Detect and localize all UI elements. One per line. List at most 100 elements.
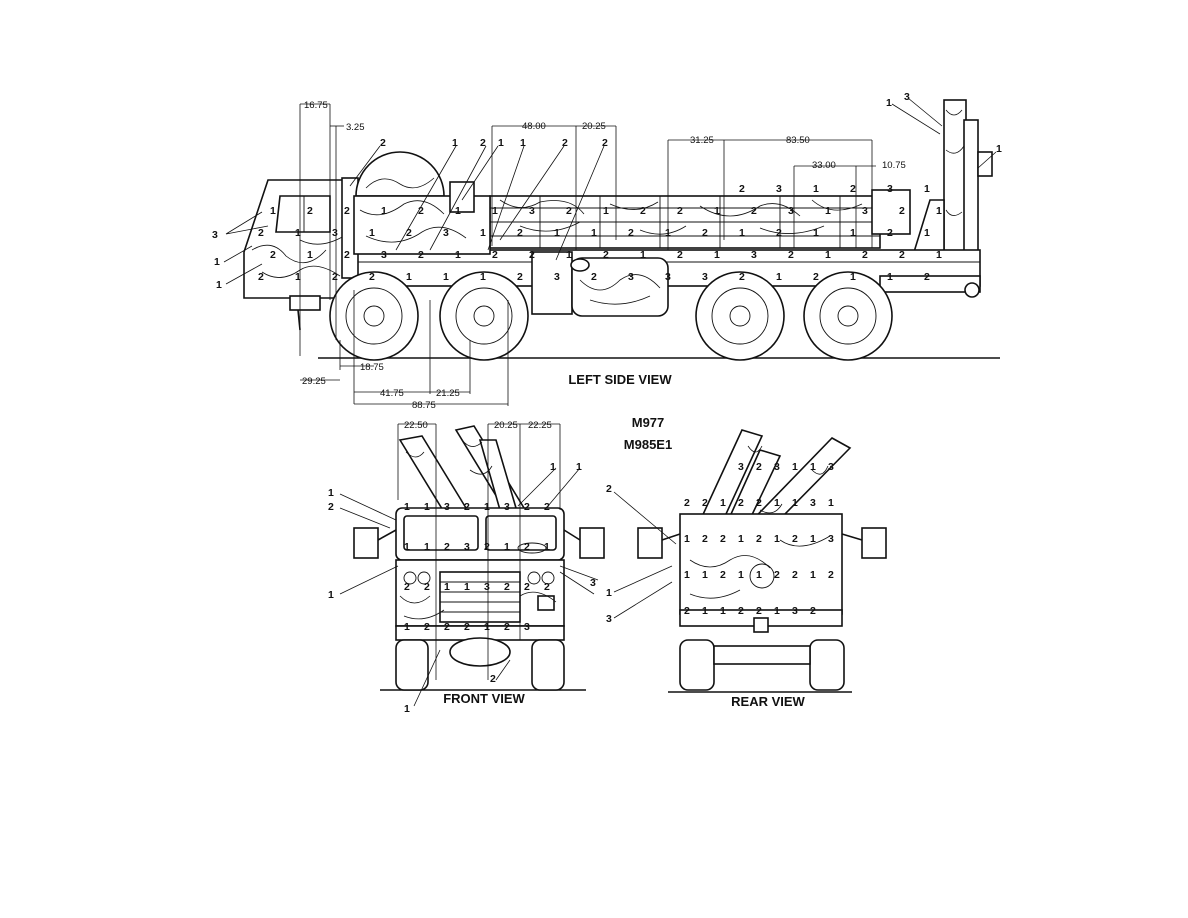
- dimension-value: 10.75: [882, 160, 906, 171]
- side-zone-number: 2: [566, 205, 572, 217]
- front-zone-number: 1: [504, 541, 510, 553]
- side-zone-number: 3: [862, 205, 868, 217]
- side-zone-number: 3: [904, 91, 910, 103]
- side-zone-number: 2: [677, 205, 683, 217]
- rear-zone-number: 1: [606, 587, 612, 599]
- rear-zone-number: 2: [738, 497, 744, 509]
- front-zone-number: 2: [328, 501, 334, 513]
- side-zone-number: 1: [850, 227, 856, 239]
- front-zone-number: 3: [464, 541, 470, 553]
- dimension-value: 83.50: [786, 135, 810, 146]
- side-zone-number: 2: [529, 249, 535, 261]
- dimension-value: 29.25: [302, 376, 326, 387]
- dimension-value: 20.25: [582, 121, 606, 132]
- front-zone-number: 1: [444, 581, 450, 593]
- side-zone-number: 1: [406, 271, 412, 283]
- front-zone-number: 2: [464, 621, 470, 633]
- front-zone-number: 2: [524, 501, 530, 513]
- side-zone-number: 2: [307, 205, 313, 217]
- side-zone-number: 1: [886, 97, 892, 109]
- front-zone-number: 2: [484, 541, 490, 553]
- side-zone-number: 1: [739, 227, 745, 239]
- front-wheel-right: [531, 639, 565, 691]
- side-zone-number: 1: [381, 205, 387, 217]
- front-zone-number: 1: [424, 501, 430, 513]
- rear-zone-number: 2: [702, 497, 708, 509]
- side-zone-number: 2: [418, 249, 424, 261]
- front-view-title: FRONT VIEW: [443, 691, 525, 706]
- side-zone-number: 3: [529, 205, 535, 217]
- rear-zone-number: 2: [720, 569, 726, 581]
- side-dimension-lines: [299, 103, 876, 406]
- rear-mirror-right: [861, 527, 887, 559]
- side-zone-number: 1: [776, 271, 782, 283]
- side-zone-number: 2: [344, 249, 350, 261]
- side-zone-number: 1: [996, 143, 1002, 155]
- front-zone-number: 2: [424, 581, 430, 593]
- side-zone-number: 1: [924, 227, 930, 239]
- front-zone-number: 1: [464, 581, 470, 593]
- rear-zone-number: 1: [792, 461, 798, 473]
- side-zone-number: 2: [751, 205, 757, 217]
- side-zone-number: 1: [307, 249, 313, 261]
- side-zone-number: 3: [751, 249, 757, 261]
- dimension-value: 16.75: [304, 100, 328, 111]
- side-zone-number: 1: [270, 205, 276, 217]
- dimension-value: 20.25: [494, 420, 518, 431]
- side-zone-number: 2: [258, 271, 264, 283]
- front-zone-number: 2: [544, 501, 550, 513]
- side-zone-number: 2: [332, 271, 338, 283]
- side-zone-number: 2: [739, 271, 745, 283]
- rear-axle: [713, 645, 811, 665]
- left-side-view: [243, 99, 1000, 406]
- spare-tire: [355, 151, 445, 197]
- side-zone-number: 2: [258, 227, 264, 239]
- side-zone-number: 1: [480, 227, 486, 239]
- side-zone-number: 1: [714, 205, 720, 217]
- rear-zone-number: 3: [810, 497, 816, 509]
- rear-zone-number: 1: [792, 497, 798, 509]
- side-zone-number: 2: [887, 227, 893, 239]
- rear-zone-number: 1: [738, 569, 744, 581]
- side-zone-number: 2: [813, 271, 819, 283]
- side-zone-number: 1: [640, 249, 646, 261]
- side-zone-number: 1: [714, 249, 720, 261]
- front-zone-number: 2: [444, 541, 450, 553]
- side-zone-number: 1: [603, 205, 609, 217]
- front-zone-number: 3: [524, 621, 530, 633]
- rear-zone-number: 2: [720, 533, 726, 545]
- front-zone-number: 3: [484, 581, 490, 593]
- rear-zone-number: 3: [828, 533, 834, 545]
- front-zone-number: 3: [504, 501, 510, 513]
- side-zone-number: 1: [480, 271, 486, 283]
- front-cab: [395, 507, 565, 627]
- rear-zone-number: 1: [720, 605, 726, 617]
- dimension-value: 31.25: [690, 135, 714, 146]
- rear-zone-number: 3: [792, 605, 798, 617]
- side-zone-number: 2: [603, 249, 609, 261]
- front-axle: [449, 637, 511, 667]
- front-zone-number: 2: [504, 581, 510, 593]
- rear-zone-number: 1: [702, 569, 708, 581]
- dimension-value: 3.25: [346, 122, 365, 133]
- front-zone-number: 3: [590, 577, 596, 589]
- rear-zone-number: 1: [828, 497, 834, 509]
- rear-zone-number: 1: [756, 569, 762, 581]
- rear-zone-number: 3: [606, 613, 612, 625]
- side-zone-number: 2: [850, 183, 856, 195]
- side-zone-number: 1: [665, 227, 671, 239]
- front-mirror-right: [579, 527, 605, 559]
- callout-leaders: [223, 97, 997, 707]
- side-zone-number: 1: [498, 137, 504, 149]
- rear-zone-number: 2: [684, 605, 690, 617]
- side-zone-number: 1: [591, 227, 597, 239]
- side-zone-number: 1: [936, 249, 942, 261]
- side-zone-number: 1: [850, 271, 856, 283]
- rear-zone-number: 2: [684, 497, 690, 509]
- front-zone-number: 1: [544, 541, 550, 553]
- side-zone-number: 2: [344, 205, 350, 217]
- side-zone-number: 1: [452, 137, 458, 149]
- side-zone-number: 1: [887, 271, 893, 283]
- rear-zone-number: 1: [774, 497, 780, 509]
- dimension-value: 88.75: [412, 400, 436, 411]
